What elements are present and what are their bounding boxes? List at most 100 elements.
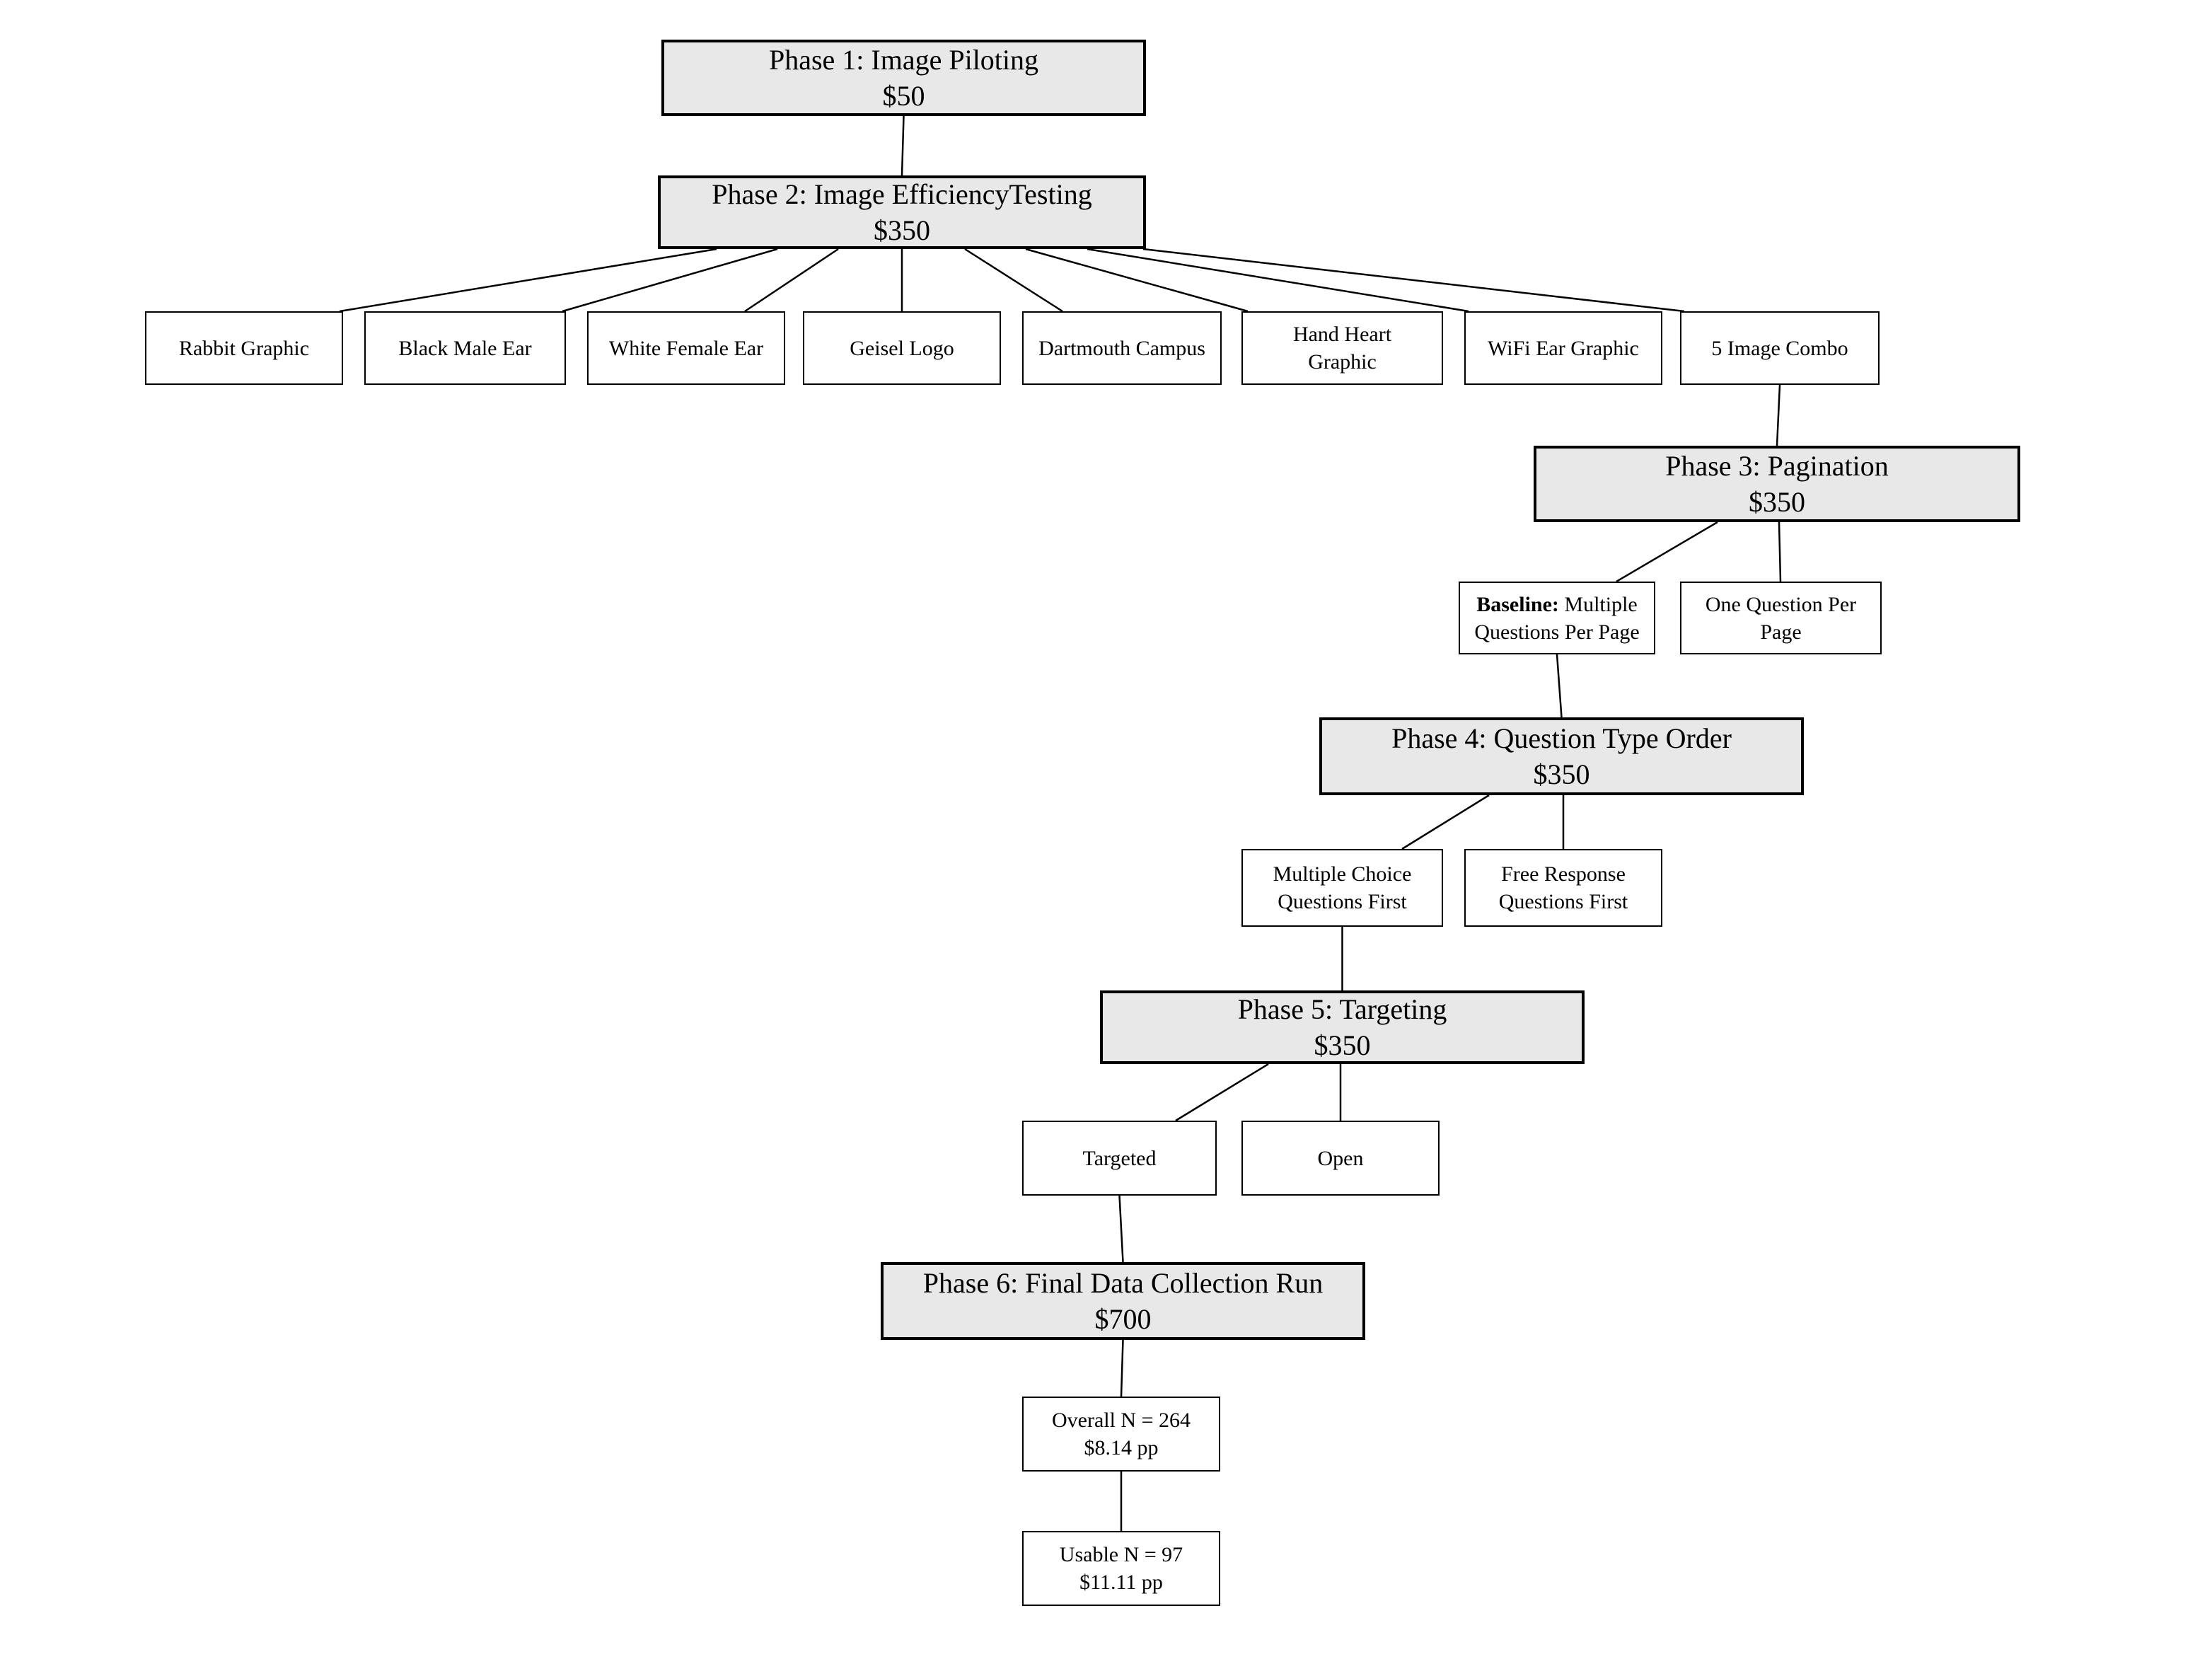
node-one-question-per-page-text: One Question Per: [1705, 592, 1857, 616]
node-free-response-first-line: Questions First: [1499, 888, 1628, 915]
node-phase1: Phase 1: Image Piloting $50: [661, 40, 1146, 116]
node-black-male-ear: Black Male Ear: [364, 311, 566, 385]
node-targeted: Targeted: [1022, 1121, 1217, 1196]
edge-phase2-to-black-male-ear: [562, 248, 778, 313]
node-phase4-line: Phase 4: Question Type Order: [1391, 720, 1732, 756]
node-hand-heart-graphic-text: Graphic: [1308, 350, 1377, 374]
node-phase6-line: $700: [1095, 1301, 1152, 1337]
node-phase4-text: Phase 4: Question Type Order: [1391, 722, 1732, 754]
node-phase3-text: Phase 3: Pagination: [1665, 449, 1889, 482]
node-one-question-per-page-line: Page: [1760, 618, 1801, 646]
node-hand-heart-graphic-line: Hand Heart: [1293, 320, 1391, 348]
node-hand-heart-graphic-text: Hand Heart: [1292, 323, 1392, 346]
node-rabbit-graphic-line: Rabbit Graphic: [179, 335, 309, 362]
edge-phase2-to-rabbit-graphic: [339, 248, 717, 313]
node-phase6-text: $700: [1094, 1303, 1152, 1335]
node-usable-n: Usable N = 97 $11.11 pp: [1022, 1531, 1220, 1606]
node-phase5-line: Phase 5: Targeting: [1238, 991, 1447, 1027]
node-usable-n-line: $11.11 pp: [1079, 1568, 1163, 1596]
node-phase3-text: $350: [1749, 486, 1805, 518]
node-phase1-text: Phase 1: Image Piloting: [768, 43, 1039, 76]
node-dartmouth-campus: Dartmouth Campus: [1022, 311, 1222, 385]
node-one-question-per-page-text: Page: [1760, 620, 1802, 644]
node-phase4: Phase 4: Question Type Order $350: [1319, 717, 1804, 795]
node-open: Open: [1241, 1121, 1440, 1196]
node-overall-n-text: Overall N = 264: [1051, 1409, 1191, 1432]
node-geisel-logo: Geisel Logo: [803, 311, 1001, 385]
node-five-image-combo-line: 5 Image Combo: [1711, 335, 1848, 362]
node-five-image-combo: 5 Image Combo: [1680, 311, 1880, 385]
node-phase2-text: Phase 2: Image EfficiencyTesting: [712, 178, 1092, 210]
edge-phase2-to-white-female-ear: [744, 248, 839, 313]
edge-phase3-to-baseline-multiple: [1616, 521, 1718, 583]
node-phase5-line: $350: [1314, 1027, 1371, 1063]
node-usable-n-text: Usable N = 97: [1059, 1543, 1183, 1566]
node-phase6: Phase 6: Final Data Collection Run $700: [881, 1262, 1365, 1340]
edge-phase2-to-five-image-combo: [1142, 248, 1685, 313]
node-phase5: Phase 5: Targeting $350: [1100, 990, 1585, 1064]
node-phase6-line: Phase 6: Final Data Collection Run: [923, 1265, 1324, 1301]
node-white-female-ear-text: White Female Ear: [608, 336, 764, 360]
node-phase5-text: $350: [1314, 1029, 1371, 1061]
node-multiple-choice-first-line: Multiple Choice: [1273, 860, 1412, 888]
node-phase3-line: Phase 3: Pagination: [1665, 448, 1889, 484]
node-phase1-text: $50: [882, 80, 925, 112]
node-phase1-line: $50: [883, 78, 925, 114]
node-multiple-choice-first-text: Questions First: [1278, 890, 1407, 913]
edge-phase3-to-one-question-per-page: [1778, 521, 1782, 582]
node-phase6-text: Phase 6: Final Data Collection Run: [922, 1266, 1324, 1299]
node-targeted-text: Targeted: [1082, 1146, 1157, 1170]
node-wifi-ear-graphic-line: WiFi Ear Graphic: [1488, 335, 1639, 362]
node-phase3-line: $350: [1749, 484, 1805, 520]
edge-targeted-to-phase6: [1118, 1195, 1124, 1263]
node-black-male-ear-text: Black Male Ear: [398, 336, 532, 360]
node-targeted-line: Targeted: [1083, 1145, 1157, 1172]
node-usable-n-text: $11.11 pp: [1079, 1571, 1163, 1594]
node-wifi-ear-graphic: WiFi Ear Graphic: [1464, 311, 1662, 385]
node-dartmouth-campus-text: Dartmouth Campus: [1038, 336, 1205, 360]
node-white-female-ear: White Female Ear: [587, 311, 785, 385]
node-phase5-text: Phase 5: Targeting: [1237, 993, 1447, 1025]
node-overall-n-line: Overall N = 264: [1052, 1406, 1191, 1434]
node-five-image-combo-text: 5 Image Combo: [1711, 336, 1848, 360]
node-free-response-first-line: Free Response: [1501, 860, 1626, 888]
node-baseline-multiple-line: Baseline: Multiple: [1476, 591, 1638, 618]
node-overall-n-text: $8.14 pp: [1084, 1436, 1159, 1459]
node-baseline-multiple-text: Baseline:: [1476, 592, 1559, 616]
node-phase3: Phase 3: Pagination $350: [1534, 446, 2020, 522]
node-black-male-ear-line: Black Male Ear: [398, 335, 531, 362]
edge-phase1-to-phase2: [901, 115, 905, 176]
edge-phase2-to-wifi-ear-graphic: [1087, 248, 1469, 313]
node-phase1-line: Phase 1: Image Piloting: [769, 42, 1038, 78]
node-phase2: Phase 2: Image EfficiencyTesting $350: [658, 175, 1146, 249]
node-free-response-first-text: Free Response: [1501, 862, 1626, 886]
node-wifi-ear-graphic-text: WiFi Ear Graphic: [1488, 336, 1639, 360]
node-rabbit-graphic-text: Rabbit Graphic: [178, 336, 310, 360]
edge-baseline-multiple-to-phase4: [1556, 654, 1563, 718]
node-hand-heart-graphic-line: Graphic: [1308, 348, 1377, 376]
node-one-question-per-page-line: One Question Per: [1706, 591, 1856, 618]
edge-five-image-combo-to-phase3: [1776, 384, 1781, 446]
edge-phase2-to-dartmouth-campus: [964, 248, 1063, 313]
node-open-text: Open: [1317, 1146, 1364, 1170]
node-phase2-line: $350: [874, 212, 930, 248]
node-baseline-multiple-line: Questions Per Page: [1474, 618, 1639, 646]
edge-phase4-to-multiple-choice-first: [1401, 794, 1490, 850]
node-white-female-ear-line: White Female Ear: [609, 335, 763, 362]
node-baseline-multiple-text: Questions Per Page: [1474, 620, 1640, 644]
node-open-line: Open: [1318, 1145, 1364, 1172]
edge-phase2-to-hand-heart-graphic: [1025, 248, 1249, 313]
node-phase2-text: $350: [874, 214, 930, 246]
node-phase4-line: $350: [1534, 756, 1590, 792]
node-rabbit-graphic: Rabbit Graphic: [145, 311, 343, 385]
node-free-response-first-text: Questions First: [1498, 890, 1628, 913]
node-phase4-text: $350: [1533, 758, 1590, 790]
node-overall-n-line: $8.14 pp: [1084, 1434, 1159, 1462]
node-phase2-line: Phase 2: Image EfficiencyTesting: [712, 176, 1091, 212]
